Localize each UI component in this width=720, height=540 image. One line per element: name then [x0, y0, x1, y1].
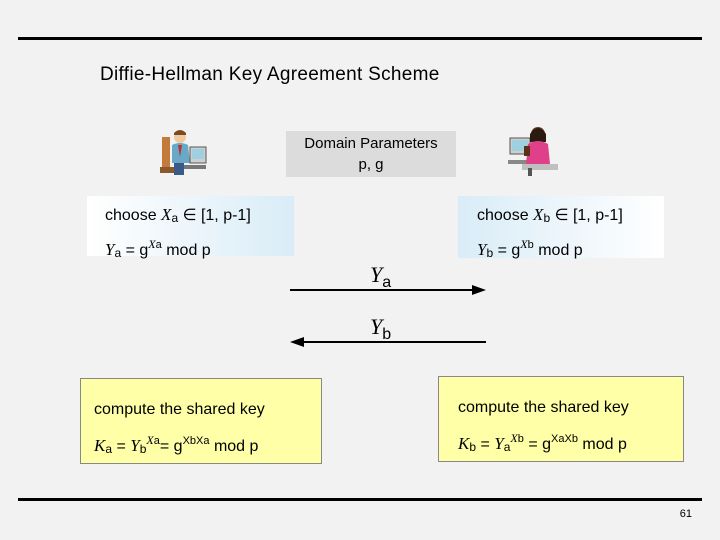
bob-k-mod: mod p — [577, 436, 627, 453]
arrow-to-alice — [290, 337, 486, 347]
alice-choose-range: ∈ [1, p-1] — [178, 207, 251, 224]
bob-y-exp-var: X — [520, 237, 528, 251]
bob-k-y-exp-sub: b — [517, 433, 524, 445]
bob-k-var: K — [458, 434, 470, 453]
message-yb-label: Yb — [370, 314, 391, 344]
alice-k-eq1: = — [112, 438, 131, 455]
alice-k-y-var: Y — [130, 436, 140, 455]
domain-parameters-label: Domain Parameters — [304, 135, 438, 152]
domain-parameters-values: p, g — [358, 156, 384, 173]
alice-k-sub: a — [105, 442, 113, 456]
domain-parameters-box: Domain Parameters p, g — [286, 131, 456, 177]
alice-choose-sub: a — [171, 211, 179, 225]
alice-y-sub: a — [114, 246, 122, 260]
bob-y-mod: mod p — [533, 242, 583, 259]
message-ya-var: Y — [370, 262, 383, 287]
bob-public-key-line: Yb = gXb mod p — [477, 231, 664, 266]
slide-title: Diffie-Hellman Key Agreement Scheme — [100, 64, 440, 85]
alice-y-exp-sub: a — [155, 239, 162, 251]
bob-choose-var: X — [533, 205, 544, 224]
alice-k-mod: mod p — [209, 438, 259, 455]
page-number: 61 — [679, 508, 692, 520]
alice-y-var: Y — [105, 240, 115, 259]
alice-k-eq2: = g — [159, 438, 183, 455]
bob-k-y-exponent: Xb — [510, 431, 524, 445]
alice-y-exp-var: X — [148, 237, 156, 251]
alice-y-mod: mod p — [161, 242, 211, 259]
bob-y-exponent: Xb — [520, 237, 534, 251]
bob-k-sub: b — [469, 440, 477, 454]
bob-y-sub: b — [486, 246, 494, 260]
alice-y-eq: = g — [121, 242, 149, 259]
bottom-rule — [18, 498, 702, 501]
bob-shared-key-box: compute the shared key Kb = YaXb = gXaXb… — [438, 376, 684, 462]
alice-k-g-exponent: XbXa — [182, 435, 210, 447]
alice-k-y-exp-sub: a — [153, 435, 160, 447]
bob-k-g-exponent: XaXb — [551, 433, 578, 445]
bob-k-y-exp-var: X — [510, 431, 518, 445]
bob-y-eq: = g — [493, 242, 521, 259]
alice-y-exponent: Xa — [148, 237, 162, 251]
alice-choose-prefix: choose — [105, 207, 162, 224]
man-at-computer-icon — [160, 127, 210, 184]
bob-shared-key-line: Kb = YaXb = gXaXb mod p — [458, 423, 683, 462]
bob-y-var: Y — [477, 240, 487, 259]
top-rule — [18, 37, 702, 40]
bob-choose-range: ∈ [1, p-1] — [550, 207, 623, 224]
message-ya-sub: a — [382, 274, 392, 291]
bob-shared-title: compute the shared key — [458, 399, 629, 416]
alice-choose-line: choose Xa ∈ [1, p-1] — [105, 202, 294, 231]
message-ya-label: Ya — [370, 262, 391, 292]
bob-keygen-box: choose Xb ∈ [1, p-1] Yb = gXb mod p — [458, 196, 664, 260]
bob-k-y-var: Y — [494, 434, 504, 453]
alice-public-key-line: Ya = gXa mod p — [105, 231, 294, 266]
alice-k-y-sub: b — [139, 442, 147, 456]
bob-choose-sub: b — [543, 211, 551, 225]
message-yb-sub: b — [382, 326, 392, 343]
bob-k-eq2: = g — [523, 436, 552, 453]
alice-k-y-exponent: Xa — [146, 433, 160, 447]
alice-choose-var: X — [161, 205, 172, 224]
alice-k-y-exp-var: X — [146, 433, 154, 447]
bob-choose-prefix: choose — [477, 207, 534, 224]
bob-choose-line: choose Xb ∈ [1, p-1] — [477, 202, 664, 231]
alice-k-var: K — [94, 436, 106, 455]
alice-shared-title: compute the shared key — [94, 401, 265, 418]
alice-shared-key-box: compute the shared key Ka = YbXa= gXbXa … — [80, 378, 322, 464]
message-yb-var: Y — [370, 314, 383, 339]
bob-y-exp-sub: b — [527, 239, 534, 251]
bob-k-eq1: = — [476, 436, 495, 453]
woman-at-computer-icon — [508, 124, 558, 181]
alice-shared-key-line: Ka = YbXa= gXbXa mod p — [94, 425, 321, 464]
bob-k-y-sub: a — [503, 440, 511, 454]
alice-keygen-box: choose Xa ∈ [1, p-1] Ya = gXa mod p — [87, 196, 294, 260]
arrow-to-bob — [290, 285, 486, 295]
